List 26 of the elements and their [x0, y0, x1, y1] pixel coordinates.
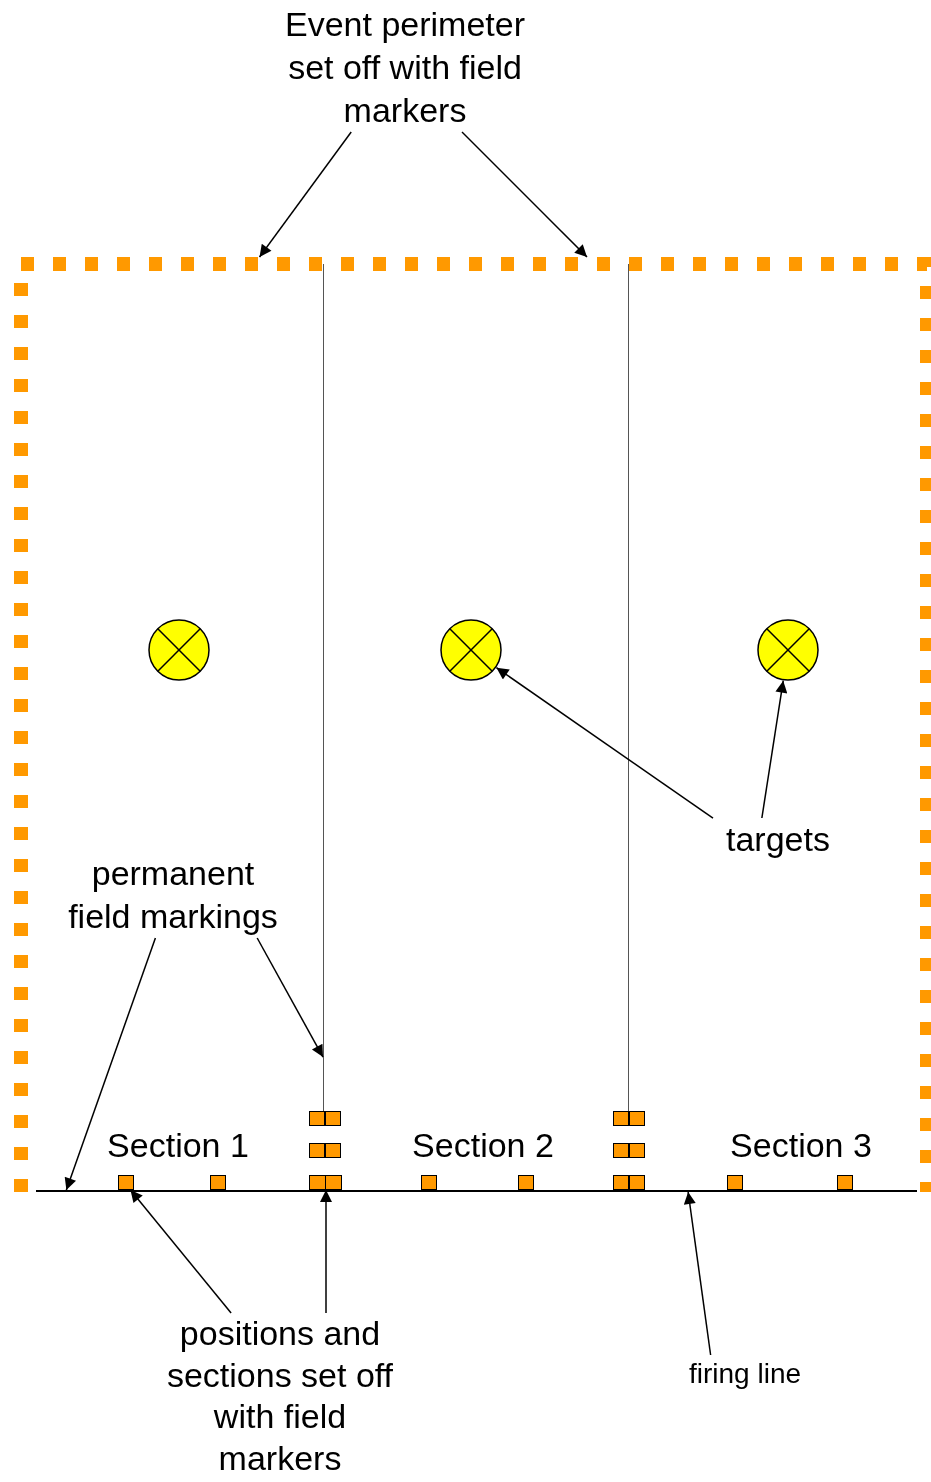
- field-marker-pair: [309, 1175, 342, 1190]
- callout-text: targets: [713, 818, 843, 864]
- section-divider-line: [628, 264, 629, 1111]
- field-marker: [118, 1175, 134, 1190]
- section-label: Section 2: [411, 1125, 555, 1165]
- arrow: [320, 1189, 332, 1314]
- arrow: [256, 937, 324, 1058]
- callout-text: Event perimeter set off with field markers: [265, 3, 545, 132]
- target-circle: [440, 619, 502, 681]
- callout-text: firing line: [672, 1355, 818, 1393]
- firing-line: [36, 1190, 917, 1192]
- arrow: [461, 131, 588, 258]
- arrow: [761, 679, 788, 819]
- arrow: [258, 131, 352, 258]
- target-circle: [148, 619, 210, 681]
- section-label: Section 3: [729, 1125, 873, 1165]
- section-label: Section 1: [106, 1125, 250, 1165]
- arrow: [495, 666, 714, 819]
- event-perimeter: [14, 257, 931, 1193]
- arrow: [129, 1189, 232, 1314]
- target-circle: [757, 619, 819, 681]
- section-divider-line: [323, 264, 324, 1111]
- callout-text: positions and sections set off with field markers: [160, 1313, 400, 1481]
- arrow: [683, 1191, 712, 1356]
- callout-text: permanent field markings: [57, 852, 289, 938]
- arrow: [64, 937, 157, 1191]
